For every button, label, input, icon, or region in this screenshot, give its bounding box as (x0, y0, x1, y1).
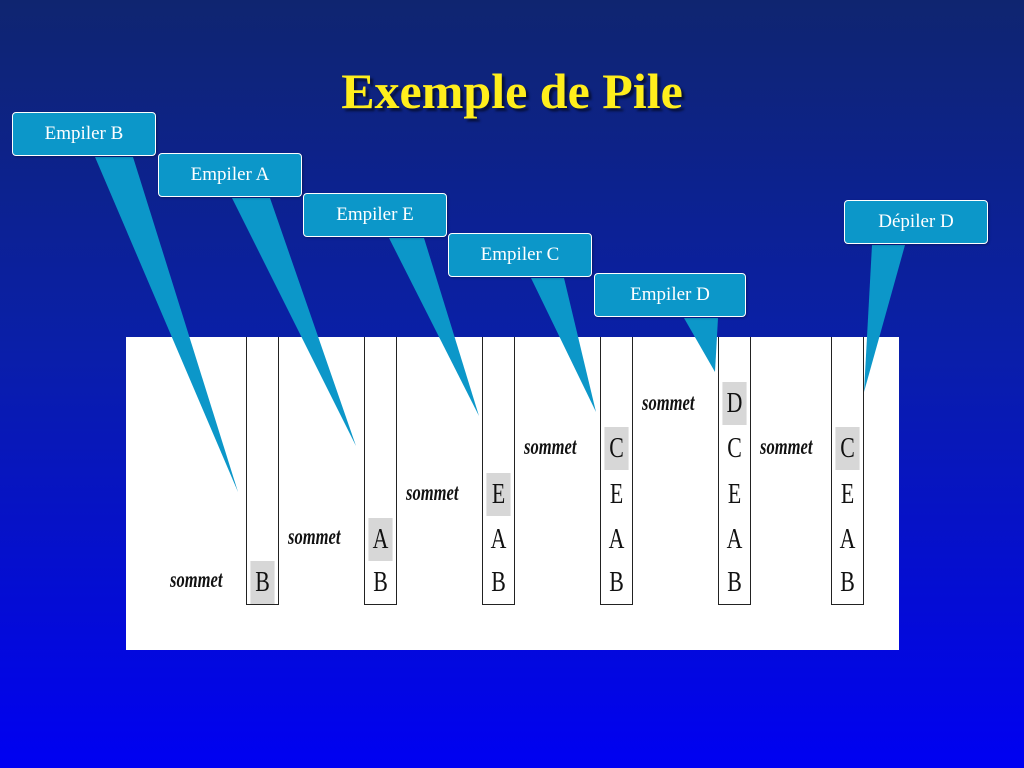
callout-tail-empiler-d (684, 318, 718, 372)
callout-tail-empiler-b (95, 157, 238, 492)
callout-empiler-e: Empiler E (303, 193, 447, 237)
stack-3-cell-3: B (491, 566, 506, 598)
stack-5-cell-3: E (727, 478, 742, 510)
stack-6-cell-1: C (835, 427, 860, 470)
stack-4-cell-1: C (604, 427, 629, 470)
sommet-label-3: sommet (406, 480, 459, 505)
sommet-label-4: sommet (524, 434, 577, 459)
stack-2: A B (364, 337, 397, 605)
stack-5-cell-4: A (726, 523, 743, 555)
callout-tail-empiler-c (531, 278, 596, 412)
stack-6: C E A B (831, 337, 864, 605)
stack-3-cell-2: A (490, 523, 507, 555)
callout-empiler-d: Empiler D (594, 273, 746, 317)
stack-1: B (246, 337, 279, 605)
stack-6-cell-3: A (839, 523, 856, 555)
stack-5: D C E A B (718, 337, 751, 605)
callout-tail-empiler-a (232, 198, 356, 446)
sommet-label-1: sommet (170, 567, 223, 592)
callout-tail-depiler-d (864, 245, 905, 392)
stack-6-cell-2: E (840, 478, 855, 510)
sommet-label-2: sommet (288, 524, 341, 549)
stack-4-cell-4: B (609, 566, 624, 598)
stack-2-cell-1: A (368, 518, 393, 561)
slide-title: Exemple de Pile (341, 63, 683, 119)
callout-empiler-c: Empiler C (448, 233, 592, 277)
callout-empiler-b: Empiler B (12, 112, 156, 156)
stack-6-cell-4: B (840, 566, 855, 598)
stack-5-cell-1: D (722, 382, 747, 425)
stack-5-cell-5: B (727, 566, 742, 598)
callout-tail-empiler-e (389, 238, 479, 416)
stack-3-cell-1: E (486, 473, 511, 516)
sommet-label-5: sommet (642, 390, 695, 415)
stack-1-cell-1: B (250, 561, 275, 604)
callout-empiler-a: Empiler A (158, 153, 302, 197)
stack-5-cell-2: C (727, 432, 742, 464)
stack-4: C E A B (600, 337, 633, 605)
sommet-label-6: sommet (760, 434, 813, 459)
stack-4-cell-3: A (608, 523, 625, 555)
stack-4-cell-2: E (609, 478, 624, 510)
stack-3: E A B (482, 337, 515, 605)
stack-2-cell-2: B (373, 566, 388, 598)
callout-depiler-d: Dépiler D (844, 200, 988, 244)
